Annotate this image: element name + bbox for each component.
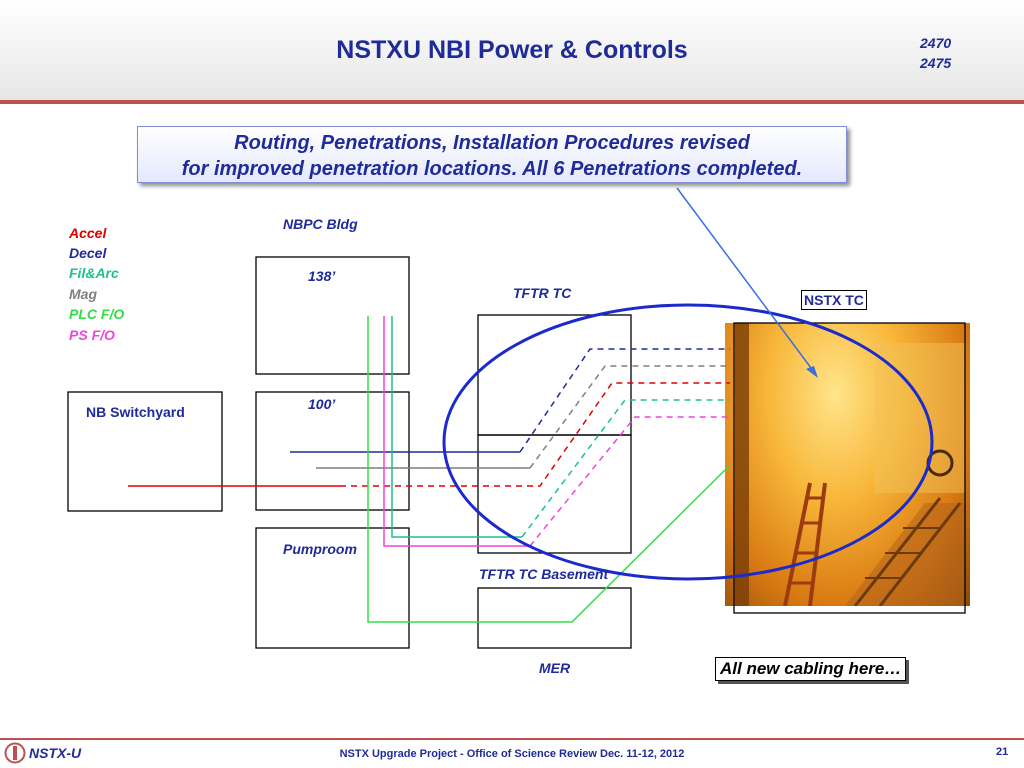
filarc-cable-solid: [391, 316, 522, 538]
legend-decel-label: Decel: [69, 245, 107, 261]
label-tftr-tc-basement: TFTR TC Basement: [479, 566, 609, 582]
doc-number-2: 2475: [920, 55, 952, 71]
label-tftr-tc: TFTR TC: [513, 285, 572, 301]
legend-decel: Decel: [69, 245, 106, 261]
plcfo-cable: [367, 316, 731, 623]
callout-line-1: Routing, Penetrations, Installation Proc…: [234, 132, 750, 154]
label-nstx-tc: NSTX TC: [801, 290, 867, 310]
label-138: 138’: [308, 268, 336, 284]
status-callout: Routing, Penetrations, Installation Proc…: [137, 126, 847, 183]
tftr-tc-box: [477, 314, 632, 436]
footer-logo: NSTX-U: [4, 742, 81, 764]
doc-number-1: 2470: [920, 35, 952, 51]
legend-psfo-label: PS F/O: [69, 327, 115, 343]
legend-accel: Accel: [69, 225, 106, 241]
label-mer: MER: [539, 660, 571, 676]
legend-plcfo-label: PLC F/O: [69, 306, 125, 322]
legend-plcfo: PLC F/O: [69, 306, 124, 322]
psfo-cable-dashed: [529, 416, 730, 547]
legend-mag-label: Mag: [69, 286, 97, 302]
label-nbpc-bldg: NBPC Bldg: [283, 216, 358, 232]
legend-psfo: PS F/O: [69, 327, 115, 343]
nstx-tc-photo: [725, 323, 970, 606]
legend-mag: Mag: [69, 286, 97, 302]
nbpc-138-box: [255, 256, 410, 375]
label-all-new-cabling: All new cabling here…: [715, 657, 907, 681]
callout-arrow-head: [806, 366, 818, 378]
decel-cable-dashed: [519, 348, 730, 453]
slide-title: NSTXU NBI Power & Controls: [336, 36, 688, 64]
callout-line-2: for improved penetration locations. All …: [181, 158, 803, 180]
nbpc-100-box: [255, 391, 410, 511]
nstx-logo-icon: [4, 742, 26, 764]
pumproom-box: [255, 527, 410, 649]
nstx-tc-box: [733, 322, 966, 614]
label-nb-switchyard: NB Switchyard: [86, 404, 185, 420]
footer-divider: [0, 738, 1024, 740]
footer-logo-text: NSTX-U: [29, 745, 82, 761]
label-100: 100’: [308, 396, 336, 412]
document-numbers: 2470 2475: [920, 33, 951, 73]
mer-box: [477, 587, 632, 649]
label-pumproom: Pumproom: [283, 541, 357, 557]
psfo-cable-solid: [383, 316, 530, 547]
legend-filarc-label: Fil&Arc: [69, 265, 119, 281]
highlight-ellipse: [442, 303, 934, 581]
nb-switchyard-box: [67, 391, 223, 512]
filarc-cable-dashed: [521, 399, 730, 538]
accel-cable-dashed: [340, 382, 730, 487]
header-divider: [0, 100, 1024, 104]
legend-filarc: Fil&Arc: [69, 265, 119, 281]
slide-header: [0, 0, 1024, 100]
footer-project-text: NSTX Upgrade Project - Office of Science…: [339, 748, 685, 760]
photo-illustration: [735, 323, 965, 606]
legend-accel-label: Accel: [69, 225, 107, 241]
tftr-tc-basement-box: [477, 434, 632, 554]
callout-arrow-line: [676, 187, 815, 373]
page-number: 21: [996, 746, 1009, 758]
mag-cable-dashed: [529, 365, 730, 469]
